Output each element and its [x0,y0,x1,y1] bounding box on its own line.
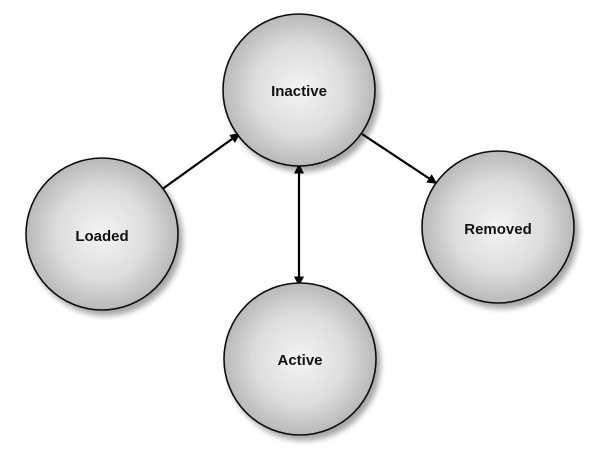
node-inactive [222,13,376,167]
node-loaded-label: Loaded [75,228,128,245]
node-removed [421,150,575,304]
edge-loaded-to-inactive [160,133,241,191]
node-loaded [25,157,179,311]
node-active [223,282,377,436]
node-inactive-label: Inactive [271,83,327,100]
node-removed-label: Removed [464,221,532,238]
edge-inactive-to-removed [361,133,438,184]
node-active-label: Active [277,352,322,369]
